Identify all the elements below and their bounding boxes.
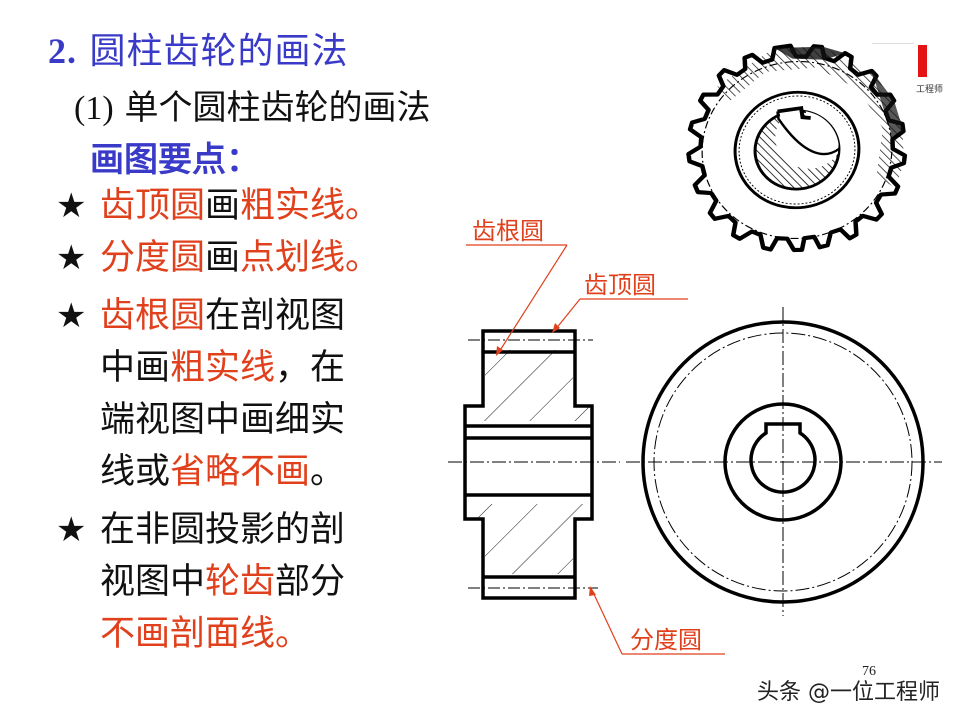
body-text: 中画 [100,348,171,388]
bullet-item: ★齿根圆在剖视图中画粗实线，在端视图中画细实线或省略不画。 [56,290,456,498]
bullet-list: ★齿顶圆画粗实线。★分度圆画点划线。★齿根圆在剖视图中画粗实线，在端视图中画细实… [56,180,456,666]
star-bullet-icon: ★ [56,238,87,278]
highlighted-text: 齿根圆 [100,296,206,336]
annotation-leaders [466,244,725,655]
highlighted-text: 分度圆 [100,238,206,278]
bullet-item: ★ 齿顶圆画粗实线。 [56,180,456,232]
bullet-line: ★ 在非圆投影的剖 [56,504,456,556]
brand-divider [872,43,914,44]
title-number: 2. [48,31,77,71]
body-text: 。 [310,452,346,492]
highlighted-text: 轮齿 [205,562,276,602]
bullet-line: 视图中轮齿部分 [56,556,456,608]
body-text: 视图中 [100,562,206,602]
bullet-line: 不画剖面线。 [56,608,456,660]
highlighted-text: 粗实线。 [240,186,381,226]
body-text: 画 [205,186,241,226]
subtitle-number: (1) [74,90,114,127]
highlighted-text: 不画剖面线。 [100,614,311,654]
slide-subtitle: (1) 单个圆柱齿轮的画法 [74,80,430,129]
gear-end-view [626,307,942,616]
star-bullet-icon: ★ [56,186,87,226]
subtitle-text: 单个圆柱齿轮的画法 [124,88,431,128]
page-number: 76 [862,664,876,679]
bullet-line: 中画粗实线，在 [56,342,456,394]
gear-photo-icon [686,43,908,253]
highlighted-text: 省略不画 [170,452,311,492]
bullet-line: ★ 齿顶圆画粗实线。 [56,180,456,232]
body-text: 线或 [100,452,171,492]
highlighted-text: 齿顶圆 [100,186,206,226]
title-text: 圆柱齿轮的画法 [89,31,349,72]
bullet-line: ★ 分度圆画点划线。 [56,232,456,284]
gear-section-view [448,329,620,600]
slide-title: 2. 圆柱齿轮的画法 [48,22,348,74]
bullet-line: 端视图中画细实 [56,394,456,446]
star-bullet-icon: ★ [56,296,87,336]
bullet-line: ★ 齿根圆在剖视图 [56,290,456,342]
footer-watermark: 头条 @一位工程师 [757,680,940,705]
root-circle-label: 齿根圆 [472,217,544,245]
body-text: ，在 [275,348,346,388]
body-text: 在非圆投影的剖 [100,510,346,550]
brand-logo-bar [918,45,927,77]
highlighted-text: 点划线。 [240,238,381,278]
keypoints-heading: 画图要点： [90,140,260,180]
body-text: 在剖视图 [205,296,346,336]
bullet-line: 线或省略不画。 [56,446,456,498]
bullet-item: ★在非圆投影的剖视图中轮齿部分不画剖面线。 [56,504,456,660]
brand-text: 工程师 [916,85,944,95]
body-text: 端视图中画细实 [100,400,346,440]
bullet-item: ★ 分度圆画点划线。 [56,232,456,284]
star-bullet-icon: ★ [56,510,87,550]
body-text: 画 [205,238,241,278]
body-text: 部分 [275,562,346,602]
highlighted-text: 粗实线 [170,348,276,388]
tip-circle-label: 齿顶圆 [584,271,656,299]
pitch-circle-label: 分度圆 [630,626,702,654]
